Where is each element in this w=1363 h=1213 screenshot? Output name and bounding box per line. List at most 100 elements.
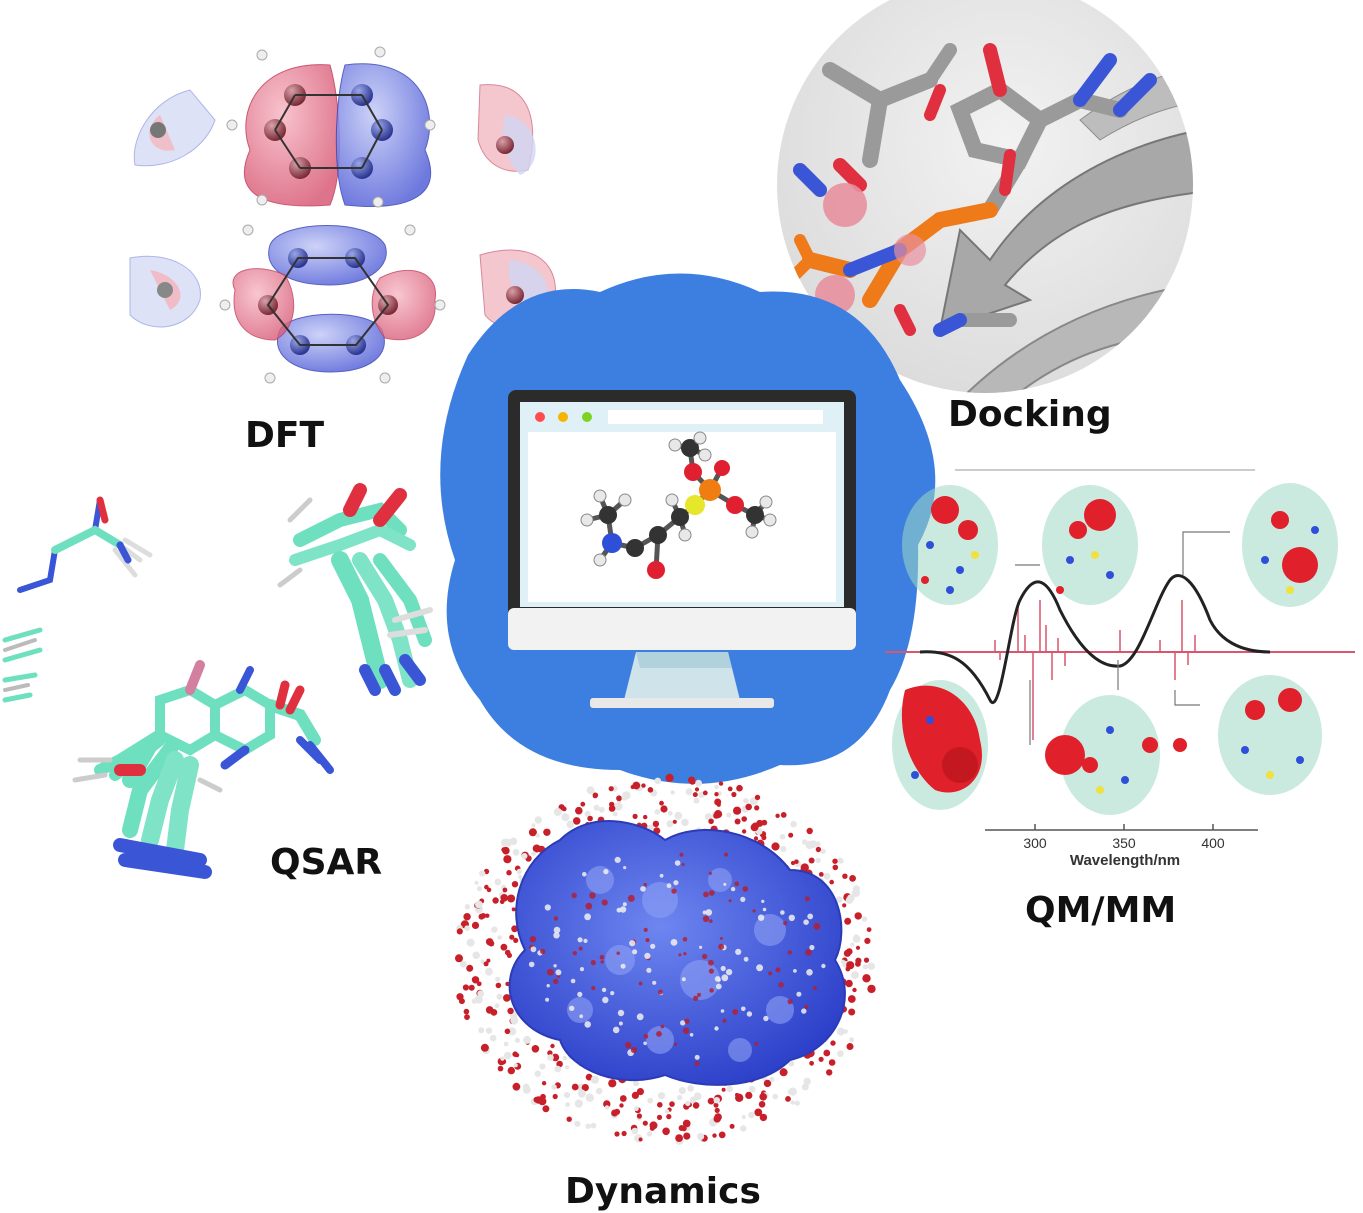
water-molecule	[685, 788, 693, 796]
dynamics-label: Dynamics	[565, 1171, 761, 1212]
water-molecule	[800, 863, 809, 872]
surface-atom	[578, 946, 583, 951]
surface-atom	[612, 1026, 620, 1034]
water-molecule	[561, 813, 570, 822]
water-molecule	[750, 823, 759, 832]
surface-atom	[553, 964, 557, 968]
surface-atom	[701, 953, 708, 960]
water-molecule	[853, 934, 859, 940]
water-molecule	[464, 925, 470, 931]
surface-atom	[709, 919, 713, 923]
surface-atom	[793, 969, 797, 973]
water-molecule	[649, 1125, 655, 1131]
water-molecule	[531, 1045, 540, 1053]
water-molecule	[463, 913, 471, 921]
water-molecule	[614, 802, 623, 811]
surface-atom	[682, 937, 688, 942]
water-molecule	[670, 790, 675, 795]
water-molecule	[781, 1068, 786, 1073]
water-molecule	[616, 795, 622, 802]
surface-atom	[638, 981, 643, 986]
water-molecule	[685, 1100, 691, 1107]
water-molecule	[756, 819, 764, 827]
surface-atom	[768, 971, 773, 976]
water-molecule	[464, 1014, 470, 1020]
water-molecule	[837, 1050, 844, 1057]
water-molecule	[852, 885, 861, 893]
water-molecule	[511, 881, 519, 888]
surface-atom	[656, 1031, 662, 1037]
surface-atom	[761, 899, 765, 904]
water-molecule	[471, 998, 477, 1004]
water-molecule	[801, 839, 808, 845]
surface-atom	[708, 871, 712, 875]
water-molecule	[485, 1027, 493, 1034]
screen-molecule	[580, 431, 777, 579]
water-molecule	[763, 1079, 772, 1088]
surface-atom	[673, 880, 679, 886]
water-molecule	[769, 1077, 775, 1082]
surface-atom	[699, 945, 703, 949]
water-molecule	[585, 1093, 594, 1102]
water-molecule	[741, 816, 747, 822]
water-molecule	[846, 1043, 854, 1050]
water-molecule	[672, 819, 677, 824]
water-molecule	[485, 967, 493, 976]
water-molecule	[654, 777, 662, 785]
surface-atom	[684, 1018, 690, 1024]
water-molecule	[788, 1060, 795, 1067]
water-molecule	[850, 942, 855, 947]
surface-atom	[734, 881, 740, 887]
water-molecule	[660, 805, 668, 813]
water-molecule	[485, 913, 490, 918]
water-molecule	[503, 994, 511, 1002]
water-molecule	[675, 1134, 683, 1142]
water-molecule	[772, 1093, 778, 1100]
water-molecule	[522, 1085, 531, 1094]
water-molecule	[771, 842, 780, 851]
surface-atom	[584, 913, 591, 921]
docking-label: Docking	[948, 394, 1112, 435]
water-molecule	[666, 820, 674, 828]
surface-atom	[623, 866, 627, 870]
water-molecule	[828, 1059, 836, 1066]
water-molecule	[608, 1079, 617, 1088]
water-molecule	[729, 1123, 735, 1129]
surface-atom	[616, 951, 620, 955]
water-molecule	[503, 1041, 509, 1047]
water-molecule	[697, 1132, 705, 1141]
surface-atom	[572, 951, 577, 956]
surface-atom	[643, 927, 648, 933]
water-molecule	[507, 1007, 514, 1015]
water-molecule	[547, 1050, 553, 1056]
surface-atom	[720, 965, 726, 972]
water-molecule	[504, 1028, 511, 1035]
water-molecule	[845, 896, 854, 904]
surface-atom	[569, 1005, 575, 1011]
water-molecule	[727, 786, 733, 792]
surface-atom	[579, 1014, 584, 1019]
water-molecule	[682, 1119, 691, 1128]
water-molecule	[733, 806, 742, 815]
surface-atom	[622, 902, 627, 907]
water-molecule	[664, 1109, 670, 1114]
water-molecule	[476, 981, 482, 987]
water-molecule	[497, 1065, 504, 1072]
water-molecule	[580, 801, 586, 807]
water-molecule	[862, 964, 869, 970]
surface-atom	[780, 910, 785, 915]
water-molecule	[508, 1027, 517, 1036]
water-molecule	[806, 827, 813, 835]
water-molecule	[790, 820, 797, 828]
dft-orbital-panel	[129, 46, 557, 384]
water-molecule	[779, 834, 786, 840]
water-molecule	[543, 828, 551, 836]
water-molecule	[642, 1120, 648, 1126]
water-molecule	[581, 1084, 589, 1092]
water-molecule	[486, 958, 491, 963]
water-molecule	[480, 1043, 489, 1052]
water-molecule	[848, 1008, 856, 1016]
window-minimize-dot	[558, 412, 568, 422]
spectrum-tick-350: 350	[1112, 835, 1136, 851]
surface-atom	[708, 890, 715, 896]
